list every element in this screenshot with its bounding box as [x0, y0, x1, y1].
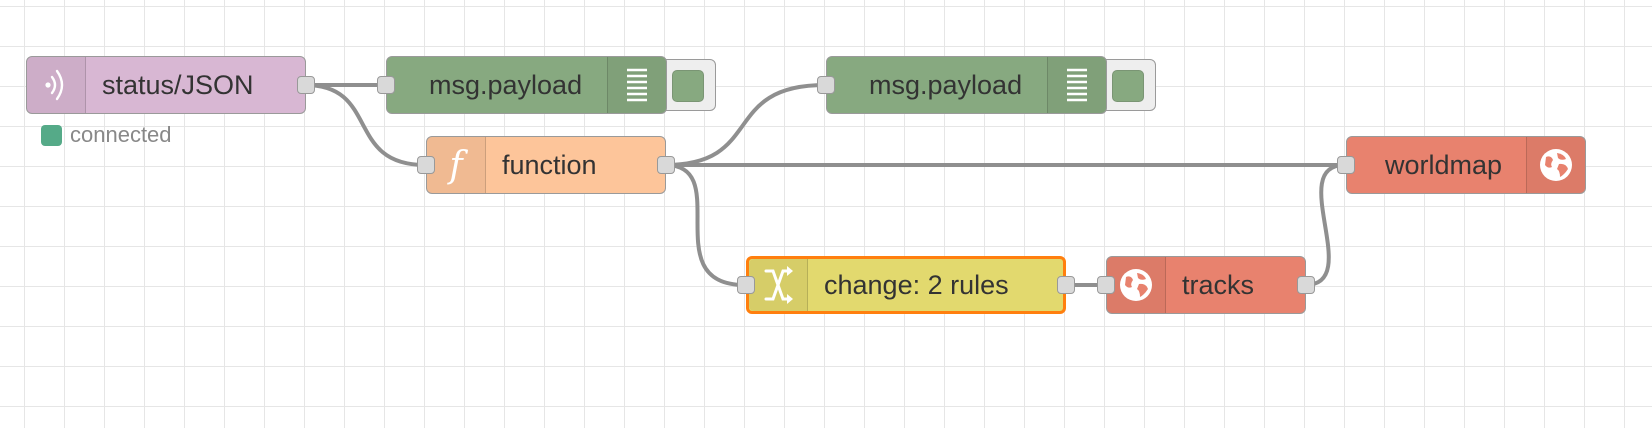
svg-text:f: f	[446, 145, 468, 186]
tracks-node-icon-area	[1107, 257, 1166, 313]
globe-icon	[1120, 269, 1152, 301]
globe-icon	[1540, 149, 1572, 181]
tracks-node[interactable]: tracks	[1106, 256, 1306, 314]
wire-function-to-debug2[interactable]	[663, 83, 827, 167]
mqtt-node-icon-area	[27, 57, 86, 113]
wire-function-to-change[interactable]	[663, 163, 747, 287]
worldmap-node[interactable]: worldmap	[1346, 136, 1586, 194]
function-node[interactable]: f function	[426, 136, 666, 194]
status-dot-icon	[41, 124, 62, 146]
debug2-toggle-indicator	[1112, 70, 1144, 102]
function-node-icon-area: f	[427, 137, 486, 193]
debug2-input-port[interactable]	[817, 76, 835, 94]
function-icon: f	[446, 145, 468, 186]
tracks-node-label: tracks	[1182, 269, 1255, 300]
debug2-node-label: msg.payload	[869, 69, 1023, 100]
change-output-port[interactable]	[1057, 276, 1075, 294]
function-node-label: function	[502, 149, 597, 180]
change-node-label: change: 2 rules	[824, 269, 1009, 300]
debug1-toggle-indicator	[672, 70, 704, 102]
function-input-port[interactable]	[417, 156, 435, 174]
status-text: connected	[70, 122, 172, 147]
debug2-node[interactable]: msg.payload	[826, 56, 1107, 114]
debug1-node[interactable]: msg.payload	[386, 56, 667, 114]
debug-list-icon	[1067, 68, 1087, 102]
shuffle-icon	[764, 266, 793, 304]
mqtt-status: connected	[41, 122, 172, 148]
change-input-port[interactable]	[737, 276, 755, 294]
change-node[interactable]: change: 2 rules	[746, 256, 1066, 314]
function-output-port[interactable]	[657, 156, 675, 174]
wire-tracks-to-worldmap[interactable]	[1303, 163, 1347, 287]
worldmap-icon-area	[1526, 137, 1585, 193]
mqtt-output-port[interactable]	[297, 76, 315, 94]
mqtt-in-node[interactable]: status/JSON	[26, 56, 306, 114]
debug2-toggle-button[interactable]	[1104, 59, 1156, 111]
mqtt-icon	[45, 69, 64, 101]
worldmap-input-port[interactable]	[1337, 156, 1355, 174]
mqtt-node-label: status/JSON	[102, 69, 254, 100]
debug1-input-port[interactable]	[377, 76, 395, 94]
worldmap-node-label: worldmap	[1385, 149, 1503, 180]
debug2-icon-area	[1047, 57, 1106, 113]
change-node-icon-area	[749, 259, 808, 311]
tracks-input-port[interactable]	[1097, 276, 1115, 294]
debug1-toggle-button[interactable]	[664, 59, 716, 111]
debug1-node-label: msg.payload	[429, 69, 583, 100]
debug1-icon-area	[607, 57, 666, 113]
debug-list-icon	[627, 68, 647, 102]
tracks-output-port[interactable]	[1297, 276, 1315, 294]
wire-mqtt-to-function[interactable]	[303, 83, 427, 167]
